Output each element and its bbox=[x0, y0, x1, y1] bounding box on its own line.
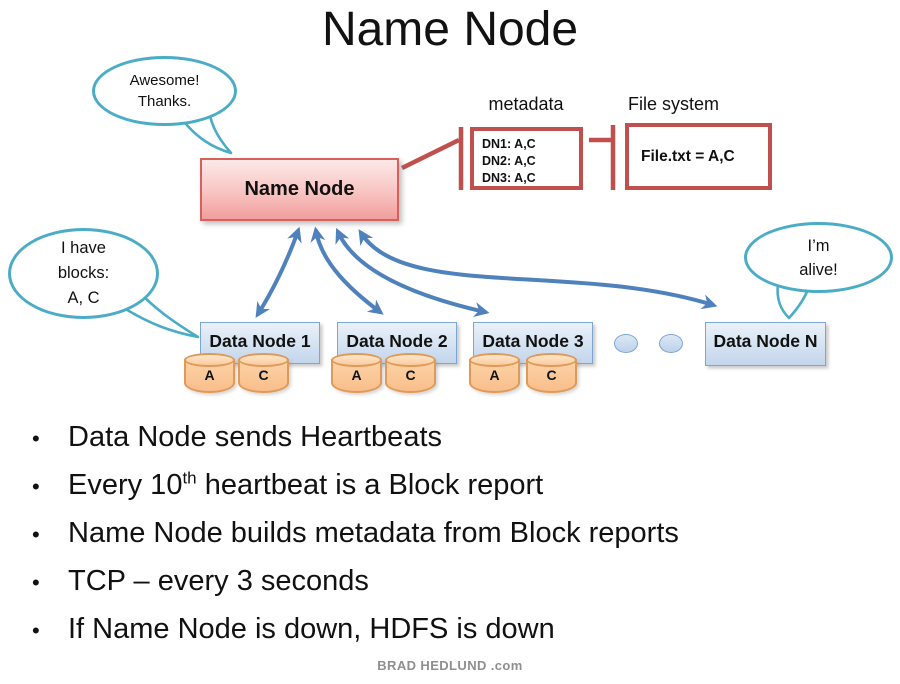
metadata-entry: DN1: A,C bbox=[482, 137, 536, 151]
speech-bubble-awesome-text: Awesome! Thanks. bbox=[129, 72, 200, 110]
heartbeat-arrow-dn1 bbox=[255, 226, 302, 318]
footer-credit: BRAD HEDLUND .com bbox=[377, 658, 523, 673]
block-label: A bbox=[351, 367, 362, 383]
ellipsis-dot bbox=[659, 334, 683, 353]
cylinder-top bbox=[385, 353, 436, 367]
bullet-item: • Name Node builds metadata from Block r… bbox=[32, 509, 872, 557]
name-node-label: Name Node bbox=[244, 178, 355, 200]
heartbeat-arrow-dn3 bbox=[335, 227, 490, 318]
speech-bubble-have-blocks: I have blocks: A, C bbox=[8, 228, 159, 319]
cylinder-top bbox=[331, 353, 382, 367]
bullet-icon: • bbox=[32, 522, 40, 547]
name-node-box: Name Node bbox=[200, 158, 399, 221]
data-node-3-label: Data Node 3 bbox=[482, 331, 584, 351]
metadata-label: metadata bbox=[488, 94, 564, 114]
data-node-2-label: Data Node 2 bbox=[346, 331, 448, 351]
cylinder-top bbox=[469, 353, 520, 367]
heartbeat-arrow-dn2 bbox=[310, 226, 384, 315]
bullet-text: If Name Node is down, HDFS is down bbox=[68, 613, 555, 645]
metadata-entry: DN2: A,C bbox=[482, 154, 536, 168]
bullet-icon: • bbox=[32, 570, 40, 595]
block-cylinder-dn3-c: C bbox=[526, 353, 577, 393]
data-node-1-label: Data Node 1 bbox=[209, 331, 311, 351]
bullet-item: • Every 10th heartbeat is a Block report bbox=[32, 461, 872, 509]
cylinder-top bbox=[184, 353, 235, 367]
data-node-n-label: Data Node N bbox=[713, 331, 818, 351]
metadata-box: DN1: A,C DN2: A,C DN3: A,C bbox=[470, 127, 583, 190]
file-system-content: File.txt = A,C bbox=[641, 147, 735, 165]
speech-bubble-awesome: Awesome! Thanks. bbox=[92, 56, 237, 126]
bullet-text: Every 10th heartbeat is a Block report bbox=[68, 468, 544, 501]
speech-bubble-have-blocks-text: I have blocks: A, C bbox=[57, 239, 110, 307]
bullet-item: • If Name Node is down, HDFS is down bbox=[32, 605, 872, 653]
bullet-list: • Data Node sends Heartbeats • Every 10t… bbox=[32, 413, 872, 653]
bullet-icon: • bbox=[32, 474, 40, 499]
block-cylinder-dn1-c: C bbox=[238, 353, 289, 393]
block-label: A bbox=[489, 367, 500, 383]
bullet-icon: • bbox=[32, 426, 40, 451]
data-node-n-box: Data Node N bbox=[705, 322, 826, 366]
bullet-text: Data Node sends Heartbeats bbox=[68, 421, 442, 453]
block-label: A bbox=[204, 367, 215, 383]
bullet-icon: • bbox=[32, 618, 40, 643]
block-cylinder-dn2-a: A bbox=[331, 353, 382, 393]
heartbeat-arrows bbox=[255, 226, 718, 318]
heartbeat-arrow-dnN bbox=[358, 229, 718, 310]
bullet-text: TCP – every 3 seconds bbox=[68, 565, 369, 597]
bullet-item: • Data Node sends Heartbeats bbox=[32, 413, 872, 461]
file-system-label: File system bbox=[628, 94, 720, 114]
bullet-item: • TCP – every 3 seconds bbox=[32, 557, 872, 605]
connector-line bbox=[401, 137, 460, 171]
speech-bubble-alive-text: I’m alive! bbox=[799, 236, 838, 279]
block-cylinder-dn3-a: A bbox=[469, 353, 520, 393]
block-label: C bbox=[546, 367, 557, 383]
ellipsis-dot bbox=[614, 334, 638, 353]
block-cylinder-dn2-c: C bbox=[385, 353, 436, 393]
file-system-box: File.txt = A,C bbox=[625, 123, 772, 190]
block-label: C bbox=[258, 367, 269, 383]
block-cylinder-dn1-a: A bbox=[184, 353, 235, 393]
page-title: Name Node bbox=[321, 3, 579, 56]
speech-bubble-alive: I’m alive! bbox=[744, 222, 893, 293]
block-label: C bbox=[405, 367, 416, 383]
metadata-entry: DN3: A,C bbox=[482, 171, 536, 185]
bullet-text: Name Node builds metadata from Block rep… bbox=[68, 517, 679, 549]
cylinder-top bbox=[526, 353, 577, 367]
cylinder-top bbox=[238, 353, 289, 367]
